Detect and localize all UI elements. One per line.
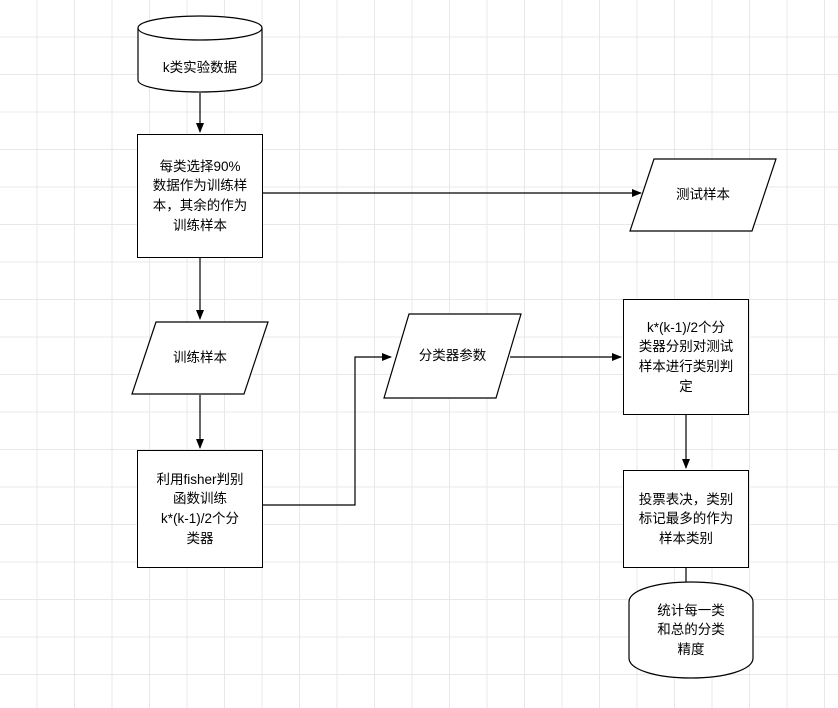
node-accuracy-stats[interactable]: 统计每一类 和总的分类 精度 (628, 581, 754, 679)
node-classify-test[interactable]: k*(k-1)/2个分 类器分别对测试 样本进行类别判 定 (623, 299, 749, 415)
node-test-samples-label: 测试样本 (676, 187, 730, 203)
node-train-samples-label: 训练样本 (173, 350, 227, 366)
node-fisher-train-label: 利用fisher判别 函数训练 k*(k-1)/2个分 类器 (156, 471, 244, 546)
node-data-source-label: k类实验数据 (162, 60, 238, 76)
node-train-samples[interactable]: 训练样本 (131, 321, 269, 395)
node-test-samples[interactable]: 测试样本 (629, 158, 777, 232)
node-fisher-train[interactable]: 利用fisher判别 函数训练 k*(k-1)/2个分 类器 (137, 450, 263, 568)
node-classify-test-label: k*(k-1)/2个分 类器分别对测试 样本进行类别判 定 (638, 319, 734, 394)
node-split-data-label: 每类选择90% 数据作为训练样 本，其余的作为 训练样本 (152, 158, 248, 233)
node-classifier-params[interactable]: 分类器参数 (383, 313, 522, 399)
node-vote-decision-label: 投票表决，类别 标记最多的作为 样本类别 (638, 491, 734, 546)
edge-fisher-to-params (263, 353, 392, 506)
node-vote-decision[interactable]: 投票表决，类别 标记最多的作为 样本类别 (623, 470, 749, 568)
node-split-data[interactable]: 每类选择90% 数据作为训练样 本，其余的作为 训练样本 (137, 134, 263, 258)
node-data-source[interactable]: k类实验数据 (137, 15, 263, 93)
node-classifier-params-label: 分类器参数 (418, 348, 487, 364)
node-accuracy-stats-label: 统计每一类 和总的分类 精度 (657, 602, 725, 657)
